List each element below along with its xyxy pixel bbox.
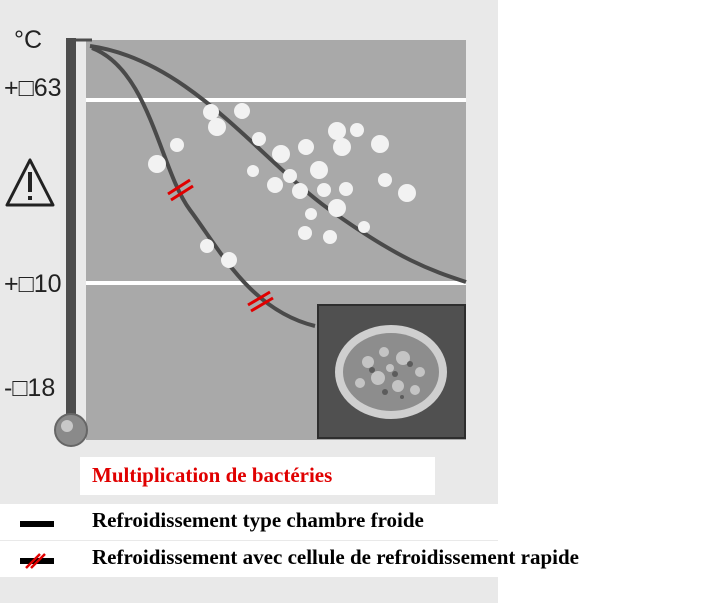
tick-label-63: +□63 — [4, 74, 62, 102]
tick-label-10: +□10 — [4, 270, 62, 298]
rapid-mark-1 — [167, 178, 194, 202]
legend-title: Multiplication de bactéries — [92, 463, 333, 487]
axis-unit-label: °C — [14, 26, 43, 54]
legend-item-cold-room: Refroidissement type chambre froide — [0, 504, 710, 540]
thermometer-axis — [66, 38, 76, 430]
legend-title-box: Multiplication de bactéries — [80, 457, 435, 495]
rapid-mark-2 — [247, 290, 274, 313]
curve-cold-room — [89, 44, 467, 284]
legend-label-rapid-cooling: Refroidissement avec cellule de refroidi… — [92, 545, 579, 569]
tick-label-minus-18: -□18 — [4, 374, 56, 402]
thermometer-bulb-icon — [54, 413, 88, 447]
black-line-swatch-icon — [20, 521, 54, 527]
curve-rapid-cooling — [91, 46, 316, 328]
food-container-photo — [317, 304, 466, 439]
cooling-diagram — [5, 38, 467, 447]
bacteria-dots — [148, 103, 416, 268]
legend-label-cold-room: Refroidissement type chambre froide — [92, 508, 424, 532]
red-slash-line-swatch-icon — [20, 553, 54, 569]
legend-item-rapid-cooling: Refroidissement avec cellule de refroidi… — [0, 541, 710, 577]
warning-triangle-icon — [5, 158, 55, 207]
